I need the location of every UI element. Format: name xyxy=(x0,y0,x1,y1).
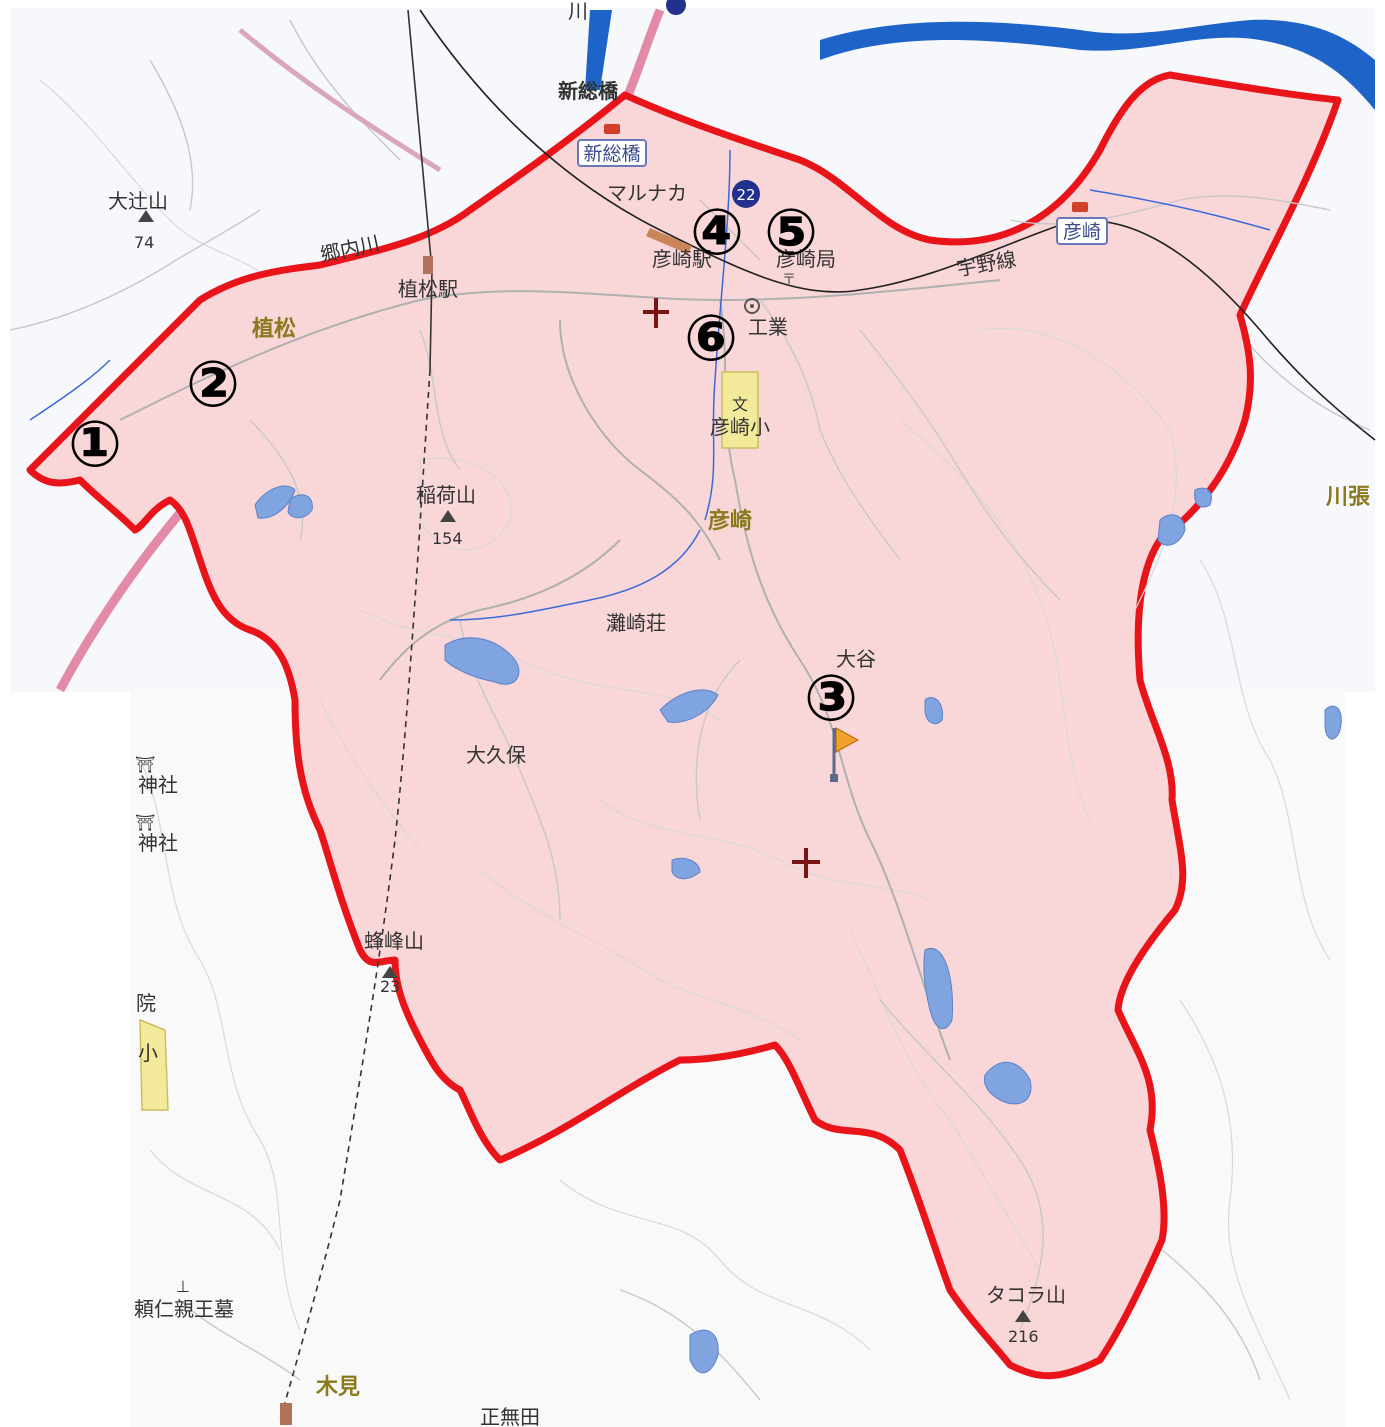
marker-2: ② xyxy=(186,348,240,422)
route-22-shield: 22 xyxy=(732,180,760,208)
label-shrine1: 神社 xyxy=(138,773,178,797)
kimi-station-mark xyxy=(280,1403,292,1425)
label-kawabari: 川張 xyxy=(1325,485,1371,510)
school-ground xyxy=(721,371,759,449)
label-school-edge: 小 xyxy=(138,1041,158,1065)
label-marunaka: マルナカ xyxy=(607,181,687,205)
label-river-top: 川 xyxy=(568,0,588,23)
school-icon: 文 xyxy=(732,395,748,414)
uematsu-station-mark xyxy=(423,256,433,274)
shrine-icon-2: ⛩ xyxy=(135,813,155,832)
label-uematsu-station: 植松駅 xyxy=(398,277,458,301)
shrine-icon-1: ⛩ xyxy=(135,755,155,774)
label-hachimineyama: 蜂峰山 xyxy=(364,929,424,953)
label-uematsu: 植松 xyxy=(252,316,296,342)
rail-line xyxy=(419,9,1376,441)
label-post-office: 彦崎局 xyxy=(776,247,836,271)
label-hibi-station: 彦崎駅 xyxy=(652,247,712,271)
label-yorihito: 頼仁親王墓 xyxy=(134,1297,234,1321)
marker-4: ④ xyxy=(690,196,744,270)
road-north-pink xyxy=(238,28,442,173)
hibi-district-area[interactable] xyxy=(26,71,1342,1380)
shinsobashi-station-box: 新総橋 xyxy=(577,124,647,167)
dashed-boundary xyxy=(279,369,431,1421)
cross-markers xyxy=(643,298,820,878)
ponds xyxy=(254,485,1342,1373)
summit-markers xyxy=(138,210,1031,1322)
school-ground-edge xyxy=(139,1018,169,1111)
inner-contours xyxy=(319,327,1177,1271)
flag-marker[interactable] xyxy=(830,727,860,782)
label-hachimineyama-elev: 23 xyxy=(380,977,400,996)
numbered-markers[interactable]: ① ② ③ ④ ⑤ ⑥ xyxy=(68,196,858,736)
label-takorayama-elev: 216 xyxy=(1008,1327,1039,1346)
hibi-station-box: 彦崎 xyxy=(1056,202,1108,245)
gear-icon xyxy=(744,298,760,314)
map-labels: 川 大辻山 74 新総橋 マルナカ 郷内川 植松駅 植松 彦崎駅 彦崎局 宇野線… xyxy=(108,0,1371,1427)
label-kimi: 木見 xyxy=(315,1375,360,1400)
route-number: 22 xyxy=(736,186,755,204)
svg-text:新総橋: 新総橋 xyxy=(583,143,640,165)
marker-5: ⑤ xyxy=(764,196,818,270)
label-ootsujiyama: 大辻山 xyxy=(108,189,168,213)
tomb-icon: ⊥ xyxy=(176,1277,190,1296)
marker-1: ① xyxy=(68,408,122,482)
label-shomuta: 正無田 xyxy=(480,1405,540,1427)
streams xyxy=(29,149,1271,621)
label-industry: 工業 xyxy=(748,315,788,339)
river xyxy=(820,19,1375,110)
river-north xyxy=(585,10,612,90)
outer-contours xyxy=(39,79,1331,1401)
hibi-station-mark xyxy=(646,228,692,254)
label-hibi-area: 彦崎 xyxy=(708,508,752,534)
label-inariyama-elev: 154 xyxy=(432,529,463,548)
map-dot xyxy=(666,0,686,15)
marker-3: ③ xyxy=(804,662,858,736)
marker-6: ⑥ xyxy=(684,302,738,376)
label-hospital: 院 xyxy=(136,991,156,1015)
label-inariyama: 稲荷山 xyxy=(416,483,476,507)
label-ookubo: 大久保 xyxy=(466,743,526,767)
label-school: 彦崎小 xyxy=(710,415,770,439)
label-ootani: 大谷 xyxy=(836,647,876,671)
svg-text:彦崎: 彦崎 xyxy=(1063,221,1101,243)
label-nadasaki: 灘崎荘 xyxy=(606,611,666,635)
post-office-icon: 〒 xyxy=(782,272,796,288)
label-ootsujiyama-elev: 74 xyxy=(134,233,154,252)
label-shinsobashi: 新総橋 xyxy=(558,79,619,103)
label-shrine2: 神社 xyxy=(138,831,178,855)
label-takorayama: タコラ山 xyxy=(986,1283,1066,1307)
